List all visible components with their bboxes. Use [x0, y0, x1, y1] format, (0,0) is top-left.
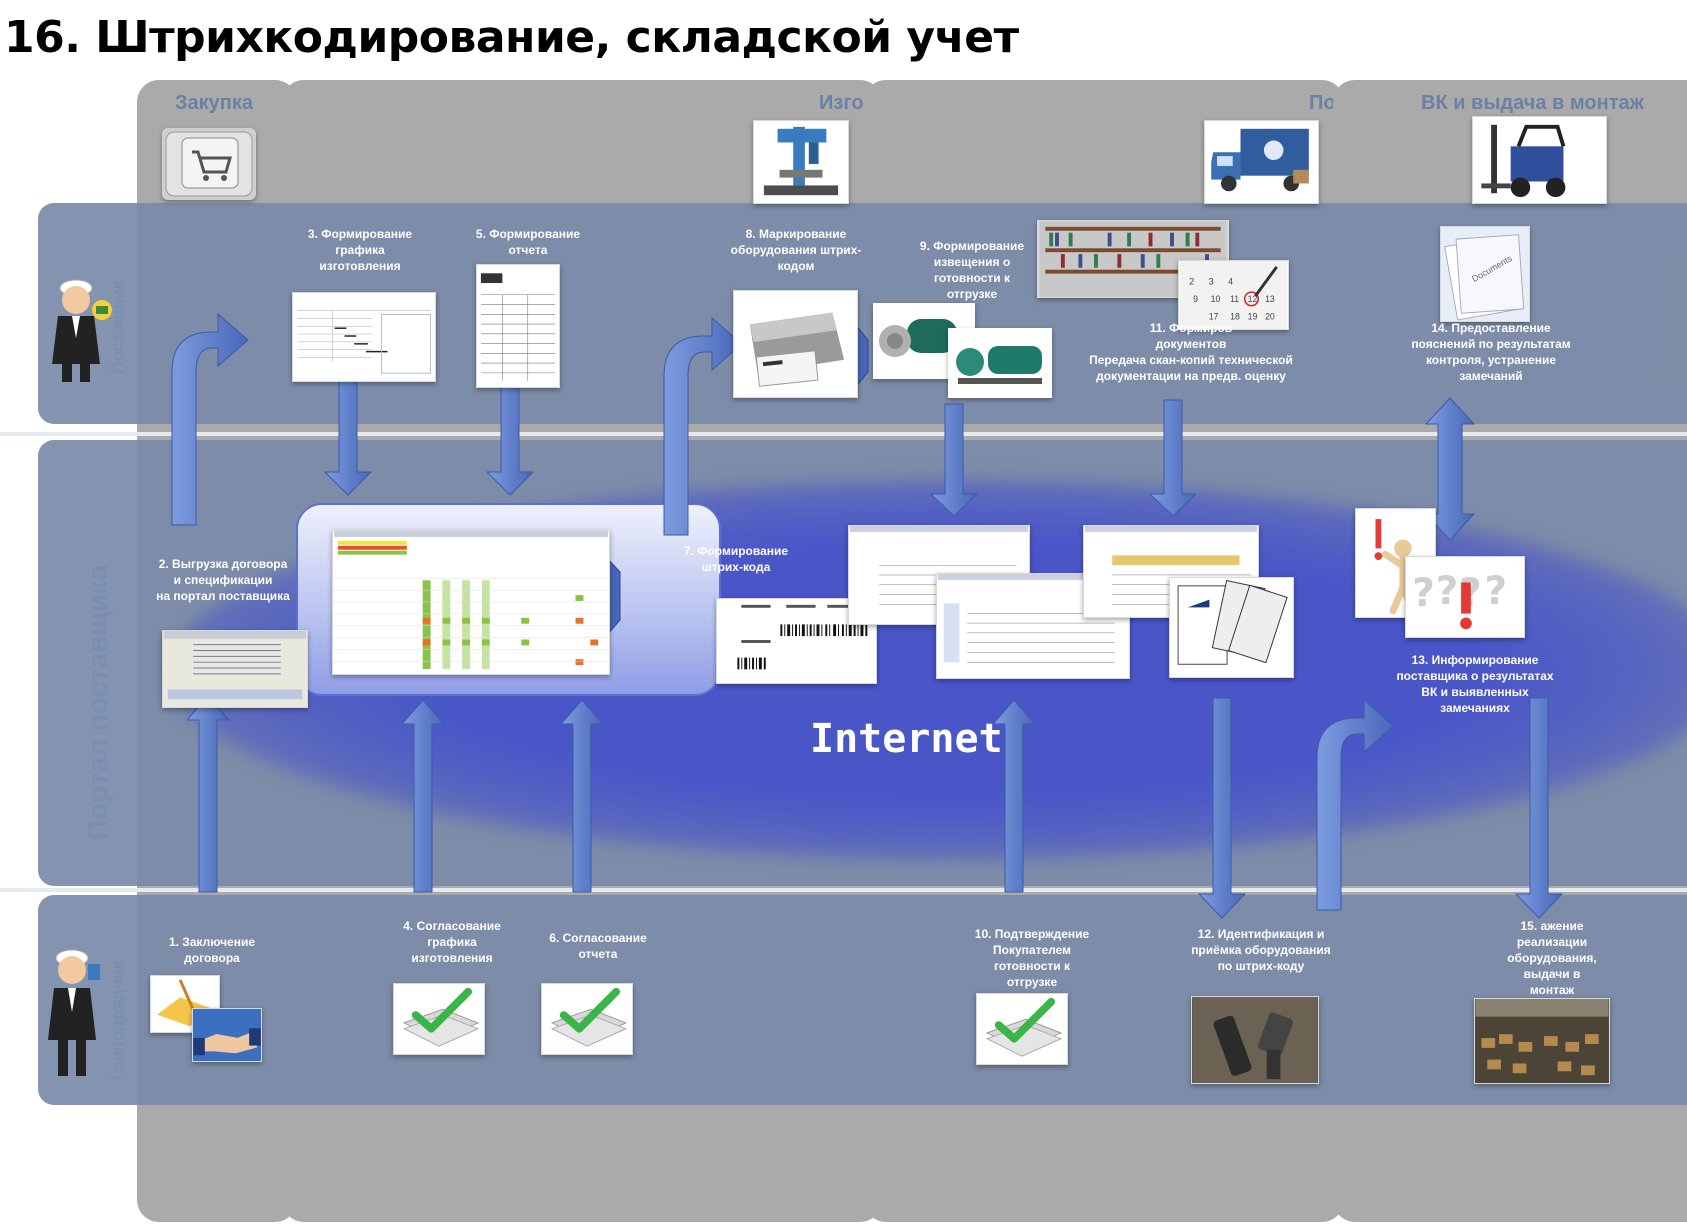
step-14-label: 14. Предоставление пояснений по результа…: [1411, 321, 1571, 383]
contractor-mascot-icon: [38, 944, 110, 1080]
page-title: 16. Штрихкодирование, складской учет: [4, 12, 1019, 63]
documents-icon: Documents: [1440, 226, 1530, 322]
svg-text:18: 18: [1230, 311, 1240, 321]
question-marks-icon: ????: [1405, 556, 1525, 638]
svg-text:17: 17: [1209, 311, 1219, 321]
svg-text:?: ?: [1412, 571, 1435, 616]
step-6-label: 6. Согласование отчета: [549, 931, 647, 961]
lane-label-contractor: Генподрядчик: [108, 960, 127, 1080]
step-3-label: 3. Формирование графика изготовления: [307, 227, 413, 273]
tech-docs-icon: [1169, 577, 1294, 678]
report-thumbnail: [476, 264, 560, 388]
barcode-printer-icon: [733, 290, 858, 398]
lane-contractor: [38, 895, 1687, 1105]
step-15-label: 15. ажение реализации оборудования, выда…: [1507, 919, 1597, 997]
barcode-labels-thumbnail: [716, 598, 877, 684]
spreadsheet-thumbnail: [162, 630, 308, 708]
svg-text:13: 13: [1265, 294, 1275, 304]
forklift-icon: [1472, 116, 1607, 204]
svg-text:?: ?: [1436, 569, 1459, 614]
svg-text:12: 12: [1248, 294, 1258, 304]
pump-icon-2: [948, 328, 1052, 398]
lane-label-portal: Портал поставщика: [82, 565, 113, 840]
truck-icon: [1204, 120, 1319, 204]
step-13-label: 13. Информирование поставщика о результа…: [1396, 653, 1554, 715]
step-2-label: 2. Выгрузка договора и спецификации на п…: [156, 557, 290, 603]
gantt-chart-thumbnail: [292, 292, 436, 382]
svg-text:10: 10: [1211, 294, 1221, 304]
phase-label: По: [1309, 92, 1336, 114]
phase-label: Изго: [819, 92, 864, 114]
svg-text:11: 11: [1230, 294, 1239, 304]
phase-label: Закупка: [175, 92, 253, 114]
check-docs-icon: [976, 993, 1068, 1065]
step-11-label: 11. Формиров документов Передача скан-ко…: [1089, 321, 1293, 383]
step-1-label: 1. Заключение договора: [168, 935, 256, 965]
supplier-mascot-icon: [40, 268, 114, 386]
step-8-label: 8. Маркирование оборудования штрих- кодо…: [730, 227, 862, 273]
svg-text:20: 20: [1265, 311, 1275, 321]
drill-press-icon: [753, 120, 849, 204]
check-docs-icon: [393, 983, 485, 1055]
step-10-label: 10. Подтверждение Покупателем готовности…: [974, 927, 1090, 989]
portal-schedule-thumbnail: [332, 530, 610, 675]
phase-label: ВК и выдача в монтаж: [1421, 92, 1644, 114]
svg-text:3: 3: [1209, 276, 1214, 286]
svg-text:2: 2: [1189, 276, 1194, 286]
svg-text:19: 19: [1248, 311, 1258, 321]
step-9-label: 9. Формирование извещения о готовности к…: [919, 239, 1025, 301]
step-4-label: 4. Согласование графика изготовления: [403, 919, 501, 965]
step-7-label: 7. Формирование штрих-кода: [683, 544, 789, 574]
svg-text:4: 4: [1228, 276, 1233, 286]
internet-label: Internet: [810, 716, 1003, 762]
scanner-icon: [1191, 996, 1319, 1084]
cart-icon: [162, 128, 256, 200]
calendar-icon: 2 3 4 9 10 11 12 13 17 18 19 20: [1178, 260, 1289, 330]
check-docs-icon: [541, 983, 633, 1055]
step-5-label: 5. Формирование отчета: [475, 227, 581, 257]
svg-text:?: ?: [1485, 569, 1508, 614]
warehouse-icon: [1474, 998, 1610, 1084]
handshake-icon: [192, 1008, 262, 1062]
svg-text:9: 9: [1193, 294, 1198, 304]
step-12-label: 12. Идентификация и приёмка оборудования…: [1191, 927, 1331, 973]
